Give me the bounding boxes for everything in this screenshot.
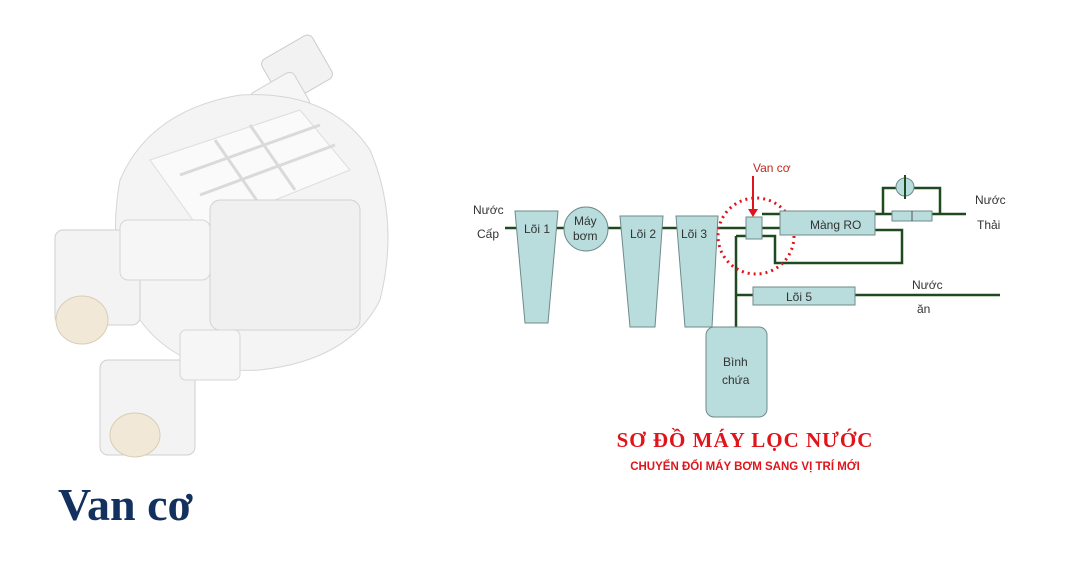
- ro-membrane: [779, 210, 876, 236]
- filter-core-1: [514, 210, 559, 324]
- inlet-label-2: Cấp: [477, 227, 499, 241]
- filter-core-2: [619, 215, 664, 328]
- mechanical-valve: [745, 216, 763, 240]
- valve-label: Van cơ: [753, 161, 791, 175]
- diagram-title: SƠ ĐỒ MÁY LỌC NƯỚC: [617, 428, 874, 452]
- ro-membrane-label: Màng RO: [810, 218, 861, 232]
- drinking-label-1: Nước: [912, 278, 943, 292]
- tank-label-1: Bình: [723, 355, 748, 369]
- filter-core-1-label: Lõi 1: [524, 222, 550, 236]
- filter-core-5: [752, 286, 856, 306]
- inlet-label-1: Nước: [473, 203, 504, 217]
- tank-label-2: chứa: [722, 373, 750, 387]
- photo-caption: Van cơ: [58, 479, 193, 530]
- valve-photo: [54, 34, 389, 458]
- filter-core-3-label: Lõi 3: [681, 227, 707, 241]
- filter-core-2-label: Lõi 2: [630, 227, 656, 241]
- highlight-circle: [716, 196, 796, 276]
- arrow-head: [748, 209, 758, 217]
- waste-label-2: Thải: [977, 218, 1000, 232]
- pump-label-2: bơm: [573, 229, 598, 243]
- diagram-subtitle: CHUYỂN ĐỔI MÁY BƠM SANG VỊ TRÍ MỚI: [630, 460, 860, 473]
- pump-label-1: Máy: [574, 214, 597, 228]
- filter-core-5-label: Lõi 5: [786, 290, 812, 304]
- pump: [563, 206, 609, 252]
- waste-label-1: Nước: [975, 193, 1006, 207]
- drinking-label-2: ăn: [917, 302, 930, 316]
- storage-tank: [705, 326, 768, 418]
